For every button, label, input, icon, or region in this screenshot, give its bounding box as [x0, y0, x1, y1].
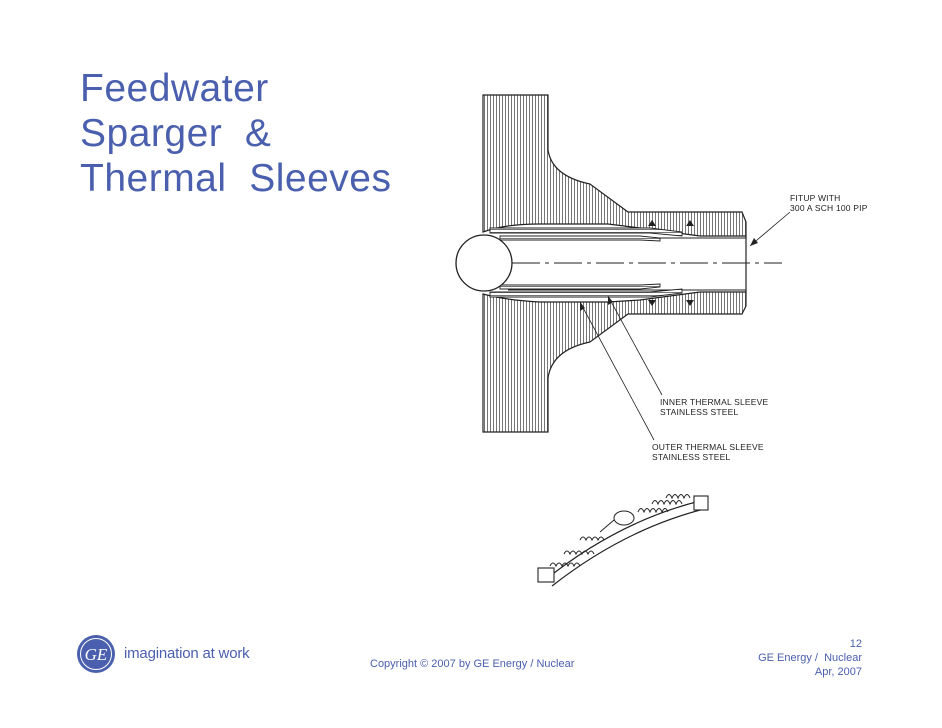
inner-sleeve-upper	[499, 235, 661, 242]
title-line-1: Feedwater	[80, 67, 269, 110]
vessel-wall-upper	[482, 94, 747, 237]
callout-outer-sleeve: OUTER THERMAL SLEEVE STAINLESS STEEL	[652, 442, 764, 462]
presentation-date: Apr, 2007	[814, 666, 862, 678]
inner-sleeve-lower	[499, 283, 661, 290]
tagline: imagination at work	[124, 645, 250, 662]
title-line-2: Sparger &	[80, 112, 272, 155]
sparger-pipe-section	[455, 234, 513, 292]
ge-logo-text: GE	[85, 645, 108, 664]
callout-outer-line-1: OUTER THERMAL SLEEVE	[652, 442, 764, 452]
callout-outer-line-2: STAINLESS STEEL	[652, 452, 731, 462]
title-line-3: Thermal Sleeves	[80, 157, 392, 200]
footer-info: 12 GE Energy / Nuclear Apr, 2007	[758, 637, 862, 679]
callout-inner-line-1: INNER THERMAL SLEEVE	[660, 397, 769, 407]
outer-sleeve-lower	[489, 288, 683, 298]
callout-fitup-line-1: FITUP WITH	[790, 193, 841, 203]
copyright: Copyright © 2007 by GE Energy / Nuclear	[370, 658, 575, 670]
callout-inner-line-2: STAINLESS STEEL	[660, 407, 739, 417]
callout-fitup: FITUP WITH 300 A SCH 100 PIP	[790, 193, 868, 213]
callout-inner-sleeve: INNER THERMAL SLEEVE STAINLESS STEEL	[660, 397, 768, 417]
callout-fitup-line-2: 300 A SCH 100 PIP	[790, 203, 868, 213]
slide-title: Feedwater Sparger & Thermal Sleeves	[80, 66, 391, 201]
sparger-arc-drawing	[537, 494, 709, 587]
page-number: 12	[849, 638, 862, 650]
outer-sleeve-upper	[489, 227, 683, 237]
company-name: GE Energy / Nuclear	[758, 652, 862, 664]
vessel-wall-lower	[482, 291, 747, 433]
ge-logo-icon: GE	[77, 635, 115, 673]
